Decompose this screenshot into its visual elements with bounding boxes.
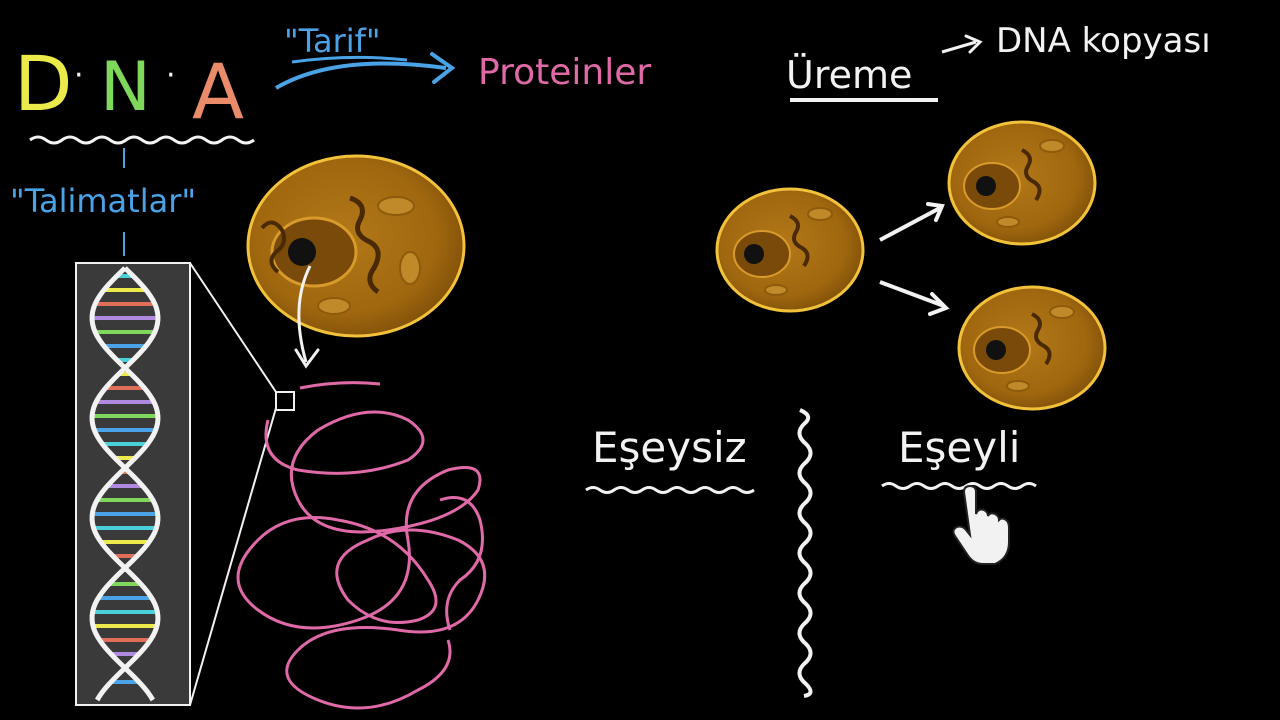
helix-strand-a xyxy=(89,266,161,702)
title-letter-n: N xyxy=(100,48,151,127)
dna-title: D · N · A xyxy=(14,39,255,168)
divide-arrow-down xyxy=(879,280,945,308)
title-dot-2: · xyxy=(166,58,176,93)
daughter-cell-1 xyxy=(947,120,1097,246)
chromatin-scribble xyxy=(236,381,487,710)
helix-strand-b xyxy=(89,266,161,702)
proteinler-label: Proteinler xyxy=(478,52,651,93)
zoom-square xyxy=(275,391,295,411)
divide-arrowhead-down-icon xyxy=(928,292,950,316)
hand-pointer-icon xyxy=(952,484,1010,565)
eseyli-underline xyxy=(881,482,1037,490)
title-letter-a: A xyxy=(192,47,244,136)
cell-er-1 xyxy=(260,220,286,274)
cell-nucleolus xyxy=(288,238,316,266)
cell-mitochondrion-2 xyxy=(399,251,421,285)
dna-helix-panel xyxy=(75,262,295,706)
daughter-cell-2 xyxy=(957,285,1107,411)
zoom-line-bottom xyxy=(189,407,277,706)
reproduction-header: Üreme DNA kopyası xyxy=(786,21,1211,102)
eseysiz-label: Eşeysiz xyxy=(592,423,747,472)
divide-arrowhead-up-icon xyxy=(926,202,945,222)
cell-mitochondrion-3 xyxy=(317,297,351,315)
cell-mitochondrion-1 xyxy=(377,196,415,216)
large-cell xyxy=(246,154,466,369)
ureme-label: Üreme xyxy=(786,53,912,97)
copy-arrow xyxy=(941,40,977,54)
tarif-underline xyxy=(291,55,408,64)
recipe-arrow xyxy=(274,61,447,90)
eseysiz-underline xyxy=(585,486,755,494)
nucleus-arrowhead-icon xyxy=(294,348,320,369)
title-letter-d: D xyxy=(14,39,73,128)
eseyli-label: Eşeyli xyxy=(898,423,1020,472)
recipe-arrow-group: "Tarif" Proteinler xyxy=(274,22,651,93)
parent-cell xyxy=(715,187,865,313)
dna-kopyasi-label: DNA kopyası xyxy=(996,21,1211,61)
title-dot-1: · xyxy=(74,58,84,93)
divider-squiggle xyxy=(797,408,813,698)
cell-er-2 xyxy=(349,195,381,295)
divide-arrow-up xyxy=(879,206,941,242)
title-wavy-underline xyxy=(29,135,255,145)
tarif-label: "Tarif" xyxy=(284,22,381,60)
helix-base-pairs xyxy=(92,274,158,684)
zoom-line-top xyxy=(189,262,277,393)
talimatlar-label: "Talimatlar" xyxy=(10,182,196,220)
copy-arrowhead-icon xyxy=(964,34,983,54)
nucleus-arrow xyxy=(297,265,312,363)
recipe-arrowhead-icon xyxy=(430,52,456,84)
